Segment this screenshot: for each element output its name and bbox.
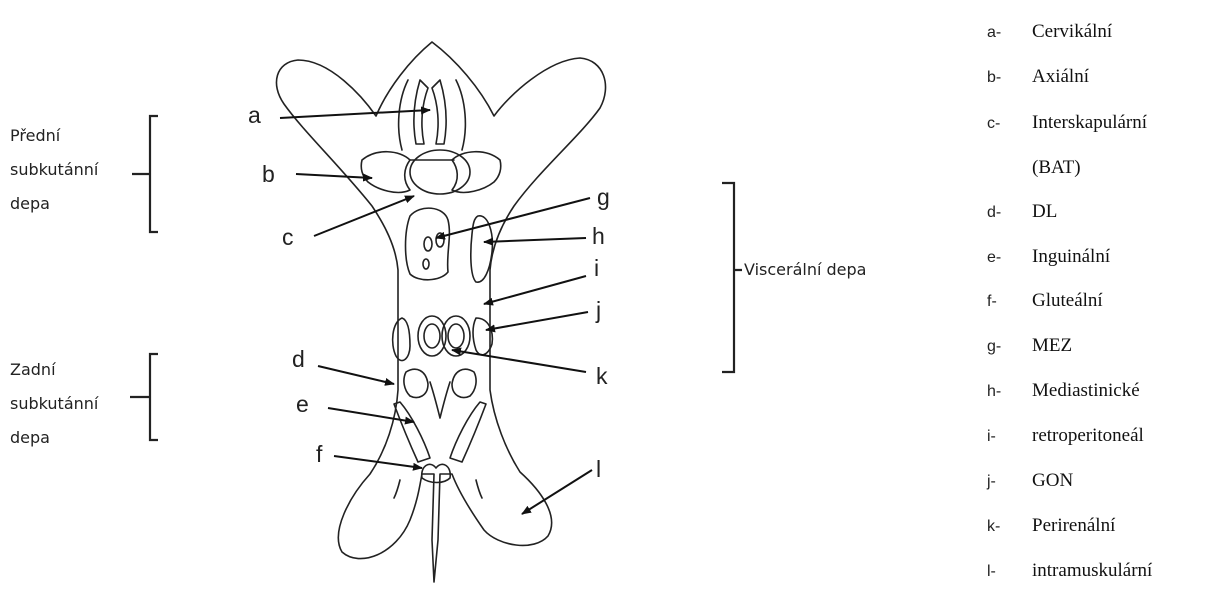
legend-letter-a: a- [987, 24, 1001, 41]
label-d: d [292, 346, 305, 372]
legend-text-i: retroperitoneál [1032, 425, 1144, 446]
legend-letter-f: f- [987, 293, 997, 310]
arrow-d [318, 366, 394, 384]
legend-text-b: Axiální [1032, 66, 1090, 87]
arrow-k [452, 350, 586, 372]
label-j: j [595, 297, 601, 323]
depot-b-axillary [361, 152, 410, 193]
depot-a-cervical [414, 80, 428, 144]
legend-text-c: Interskapulární [1032, 112, 1148, 133]
arrow-j [486, 312, 588, 330]
posterior-group: Zadní subkutánní depa [10, 354, 158, 447]
label-a: a [248, 102, 261, 128]
legend-letter-e: e- [987, 249, 1001, 266]
legend-text-d: DL [1032, 201, 1057, 222]
arrow-g [436, 198, 590, 238]
callouts: a b c g h i j k d e f l [248, 102, 610, 514]
arrow-l [522, 470, 592, 514]
posterior-group-line3: depa [10, 428, 50, 447]
legend-letter-d: d- [987, 204, 1001, 221]
legend-text-l: intramuskulární [1032, 560, 1153, 581]
legend: a- Cervikální b- Axiální c- Interskapulá… [986, 21, 1153, 581]
label-g: g [597, 184, 610, 210]
label-h: h [592, 223, 605, 249]
legend-letter-b: b- [987, 69, 1001, 86]
anterior-bracket [132, 116, 158, 232]
arrow-a [280, 110, 430, 118]
legend-letter-g: g- [987, 338, 1001, 355]
depot-c-interscapular [410, 150, 470, 194]
label-l: l [596, 456, 601, 482]
arrow-c [314, 196, 414, 236]
arrow-e [328, 408, 414, 422]
fat-depot-shapes [361, 80, 501, 483]
legend-text-e: Inguinální [1032, 246, 1111, 267]
label-b: b [262, 161, 275, 187]
posterior-bracket [130, 354, 158, 440]
legend-letter-i: i- [987, 428, 996, 445]
posterior-group-line2: subkutánní [10, 394, 99, 413]
legend-letter-k: k- [987, 518, 1000, 535]
visceral-group-label: Viscerální depa [744, 260, 866, 279]
label-f: f [316, 441, 323, 467]
anterior-group-line1: Přední [10, 126, 61, 145]
label-c: c [282, 224, 294, 250]
arrow-f [334, 456, 422, 468]
legend-text-k: Perirenální [1032, 515, 1116, 536]
label-k: k [596, 363, 608, 389]
legend-letter-l: l- [987, 563, 996, 580]
legend-letter-c: c- [987, 115, 1000, 132]
arrow-h [484, 238, 586, 242]
visceral-bracket [722, 183, 742, 372]
legend-text-j: GON [1032, 470, 1073, 491]
visceral-group: Viscerální depa [722, 183, 866, 372]
legend-text-c-cont: (BAT) [1032, 157, 1081, 178]
legend-text-f: Gluteální [1032, 290, 1103, 311]
legend-letter-h: h- [987, 383, 1001, 400]
depot-d-dl [404, 369, 428, 397]
mouse-body-outline [276, 42, 605, 582]
posterior-group-line1: Zadní [10, 360, 56, 379]
anterior-group-line3: depa [10, 194, 50, 213]
legend-text-g: MEZ [1032, 335, 1072, 356]
legend-text-h: Mediastinické [1032, 380, 1140, 401]
legend-text-a: Cervikální [1032, 21, 1113, 42]
anterior-group: Přední subkutánní depa [10, 116, 158, 232]
legend-letter-j: j- [986, 473, 996, 490]
label-i: i [594, 255, 599, 281]
label-e: e [296, 391, 309, 417]
arrow-b [296, 174, 372, 178]
arrow-i [484, 276, 586, 304]
depot-e-inguinal [394, 402, 430, 462]
anterior-group-line2: subkutánní [10, 160, 99, 179]
